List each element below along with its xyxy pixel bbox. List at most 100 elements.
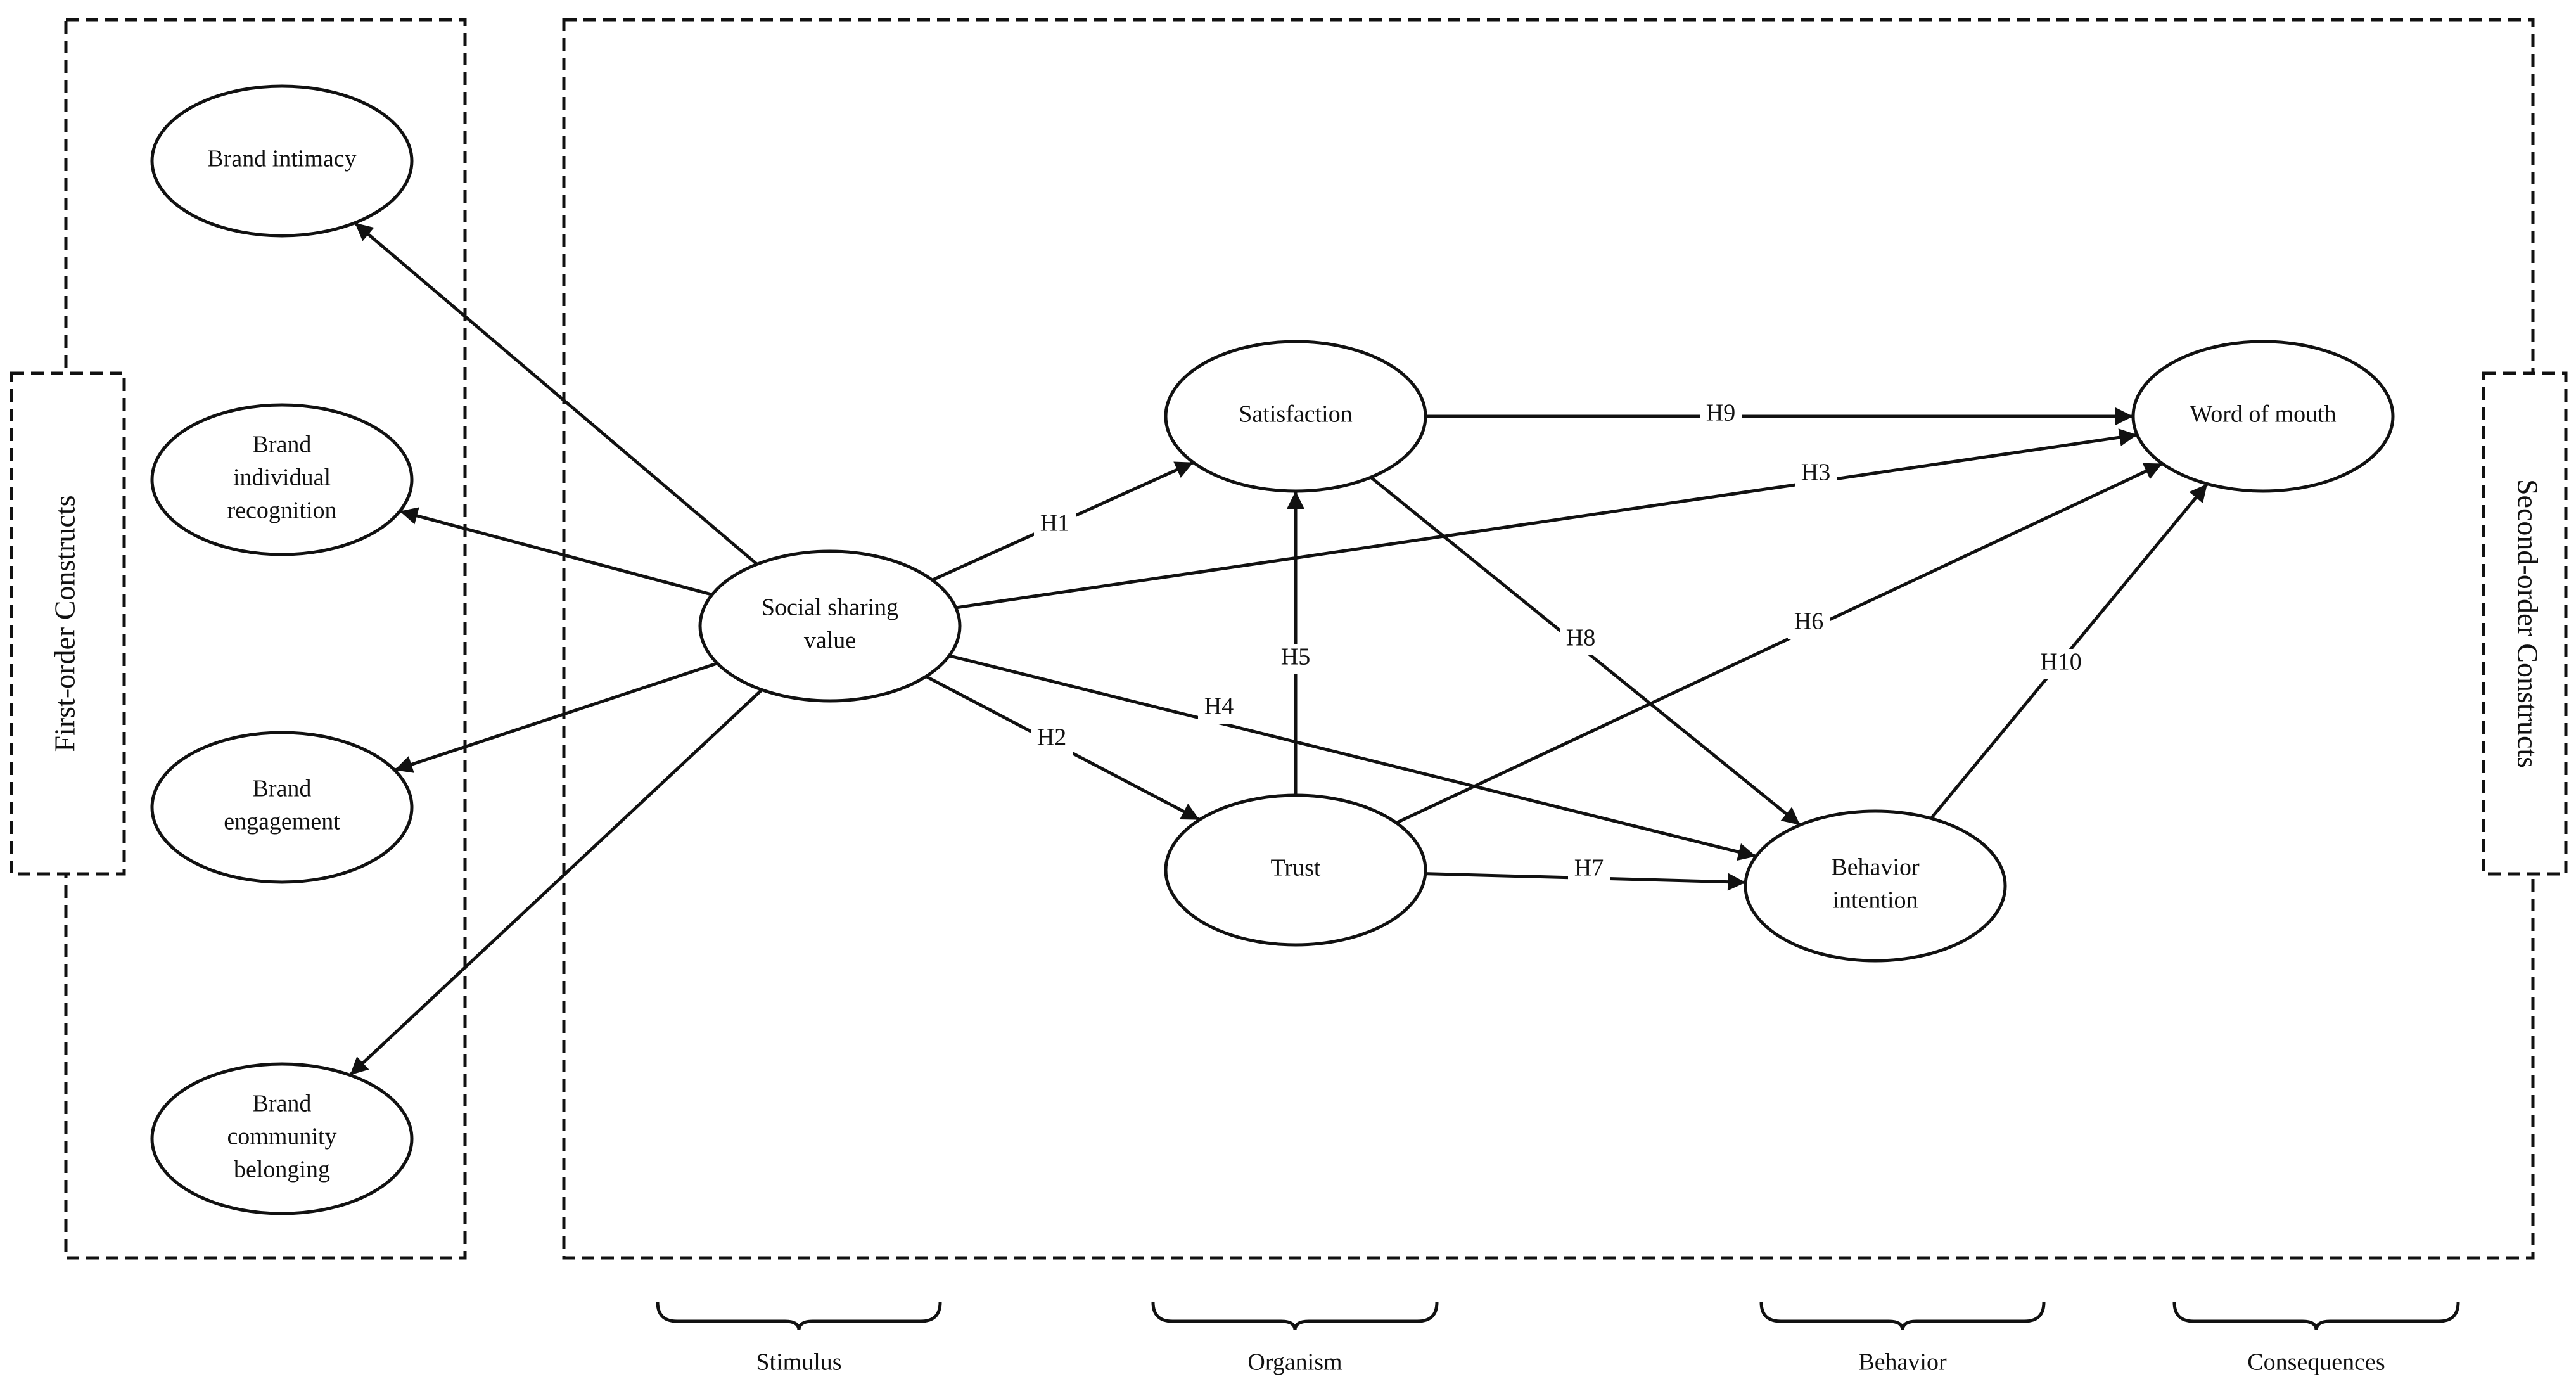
- word-of-mouth-ellipse: [2131, 340, 2395, 493]
- node-brand-recognition: Brand individual recognition: [150, 403, 414, 556]
- edge-ssv-to-brand-community: [348, 688, 763, 1077]
- node-behavior-intention: Behavior intention: [1744, 809, 2007, 963]
- left-side-label-box: [10, 371, 126, 876]
- node-label-line: belonging: [234, 1157, 330, 1183]
- social-sharing-label: Social sharing value: [762, 594, 898, 654]
- edge-label-bg: [1788, 608, 1830, 639]
- hypothesis-label: H10: [2040, 649, 2081, 676]
- edge-label-h6: H6: [1788, 608, 1830, 639]
- node-label-line: value: [804, 627, 856, 654]
- node-trust: Trust: [1164, 793, 1427, 947]
- edge-h3: [955, 428, 2138, 610]
- stage-brace: [1151, 1302, 1439, 1331]
- stage-label: Behavior: [1858, 1349, 1947, 1376]
- edge-ssv-to-brand-engagement: [393, 662, 718, 773]
- stage-brace: [1759, 1302, 2046, 1331]
- behavior-intention-ellipse: [1744, 809, 2007, 963]
- stage-braces: [656, 1302, 2460, 1331]
- hypothesis-label: H1: [1040, 510, 1069, 537]
- hypothesis-label: H8: [1566, 625, 1595, 651]
- edge-h6: [1395, 462, 2164, 824]
- brand-community-label: Brand community belonging: [227, 1091, 336, 1183]
- node-satisfaction: Satisfaction: [1164, 340, 1427, 493]
- node-label-line: community: [227, 1124, 336, 1150]
- edge-label-bg: [1275, 644, 1317, 674]
- word-of-mouth-label: Word of mouth: [2190, 401, 2336, 428]
- hypothesis-label: H9: [1706, 400, 1735, 426]
- social-sharing-ellipse: [698, 549, 962, 703]
- node-social-sharing: Social sharing value: [698, 549, 962, 703]
- hypothesis-label: H4: [1204, 693, 1234, 720]
- node-label-line: intention: [1832, 887, 1918, 914]
- stage-labels: Stimulus Organism Behavior Consequences: [756, 1349, 2385, 1376]
- node-label-line: engagement: [224, 809, 340, 835]
- satisfaction-label: Satisfaction: [1239, 401, 1352, 428]
- behavior-intention-label: Behavior intention: [1831, 854, 1920, 914]
- left-side-label: First-order Constructs: [10, 371, 126, 876]
- hypothesis-label: H7: [1574, 855, 1604, 881]
- stage-label: Consequences: [2247, 1349, 2385, 1376]
- edge-label-h3: H3: [1795, 459, 1837, 490]
- edge-label-bg: [1198, 693, 1240, 724]
- right-side-label: Second-order Constructs: [2482, 371, 2568, 876]
- node-label-line: Brand: [253, 432, 312, 458]
- satisfaction-ellipse: [1164, 340, 1427, 493]
- node-brand-community: Brand community belonging: [150, 1062, 414, 1215]
- node-label-line: Brand intimacy: [207, 146, 356, 172]
- brand-community-ellipse: [150, 1062, 414, 1215]
- node-label-line: Word of mouth: [2190, 401, 2336, 428]
- brand-recognition-label: Brand individual recognition: [227, 432, 336, 524]
- brand-intimacy-label: Brand intimacy: [207, 146, 356, 172]
- node-label-line: Satisfaction: [1239, 401, 1352, 428]
- brand-intimacy-ellipse: [150, 84, 414, 238]
- edge-label-bg: [1560, 625, 1602, 655]
- second-order-constructs-label: Second-order Constructs: [2511, 479, 2544, 768]
- node-label-line: Brand: [253, 776, 312, 802]
- edge-label-bg: [1034, 510, 1076, 541]
- node-brand-intimacy: Brand intimacy: [150, 84, 414, 238]
- edge-label-bg: [2032, 649, 2089, 679]
- brand-engagement-ellipse: [150, 731, 414, 884]
- edge-label-h5: H5: [1275, 644, 1317, 674]
- hypothesis-label: H2: [1037, 724, 1066, 751]
- node-label-line: Trust: [1271, 855, 1321, 881]
- edge-label-h1: H1: [1034, 510, 1076, 541]
- stage-label: Stimulus: [756, 1349, 841, 1376]
- edge-ssv-to-brand-intimacy: [354, 221, 758, 566]
- hypothesis-label: H3: [1801, 459, 1830, 486]
- stage-label: Organism: [1247, 1349, 1342, 1376]
- edge-label-h2: H2: [1031, 724, 1073, 755]
- trust-ellipse: [1164, 793, 1427, 947]
- brand-recognition-ellipse: [150, 403, 414, 556]
- hypothesis-label: H5: [1281, 644, 1310, 670]
- node-brand-engagement: Brand engagement: [150, 731, 414, 884]
- edge-ssv-to-brand-recognition: [399, 507, 713, 596]
- edge-label-h7: H7: [1568, 855, 1610, 885]
- edge-label-bg: [1568, 855, 1610, 885]
- first-order-constructs-label: First-order Constructs: [49, 495, 81, 752]
- edge-h4: [948, 654, 1757, 861]
- edge-label-h9: H9: [1700, 400, 1742, 430]
- edge-label-bg: [1700, 400, 1742, 430]
- node-label-line: recognition: [227, 497, 336, 524]
- second-order-group-box: [562, 18, 2535, 1260]
- group-boxes: [64, 18, 2535, 1260]
- stage-brace: [656, 1302, 942, 1331]
- trust-label: Trust: [1271, 855, 1321, 881]
- edge-label-h10: H10: [2032, 649, 2089, 679]
- node-label-line: Social sharing: [762, 594, 898, 621]
- right-side-label-box: [2482, 371, 2568, 876]
- node-label-line: individual: [233, 465, 331, 491]
- brand-engagement-label: Brand engagement: [224, 776, 340, 835]
- node-label-line: Brand: [253, 1091, 312, 1117]
- node-label-line: Behavior: [1831, 854, 1920, 881]
- edge-label-bg: [1031, 724, 1073, 755]
- node-word-of-mouth: Word of mouth: [2131, 340, 2395, 493]
- edge-label-h8: H8: [1560, 625, 1602, 655]
- hypothesis-label: H6: [1794, 608, 1823, 635]
- edge-label-bg: [1795, 459, 1837, 490]
